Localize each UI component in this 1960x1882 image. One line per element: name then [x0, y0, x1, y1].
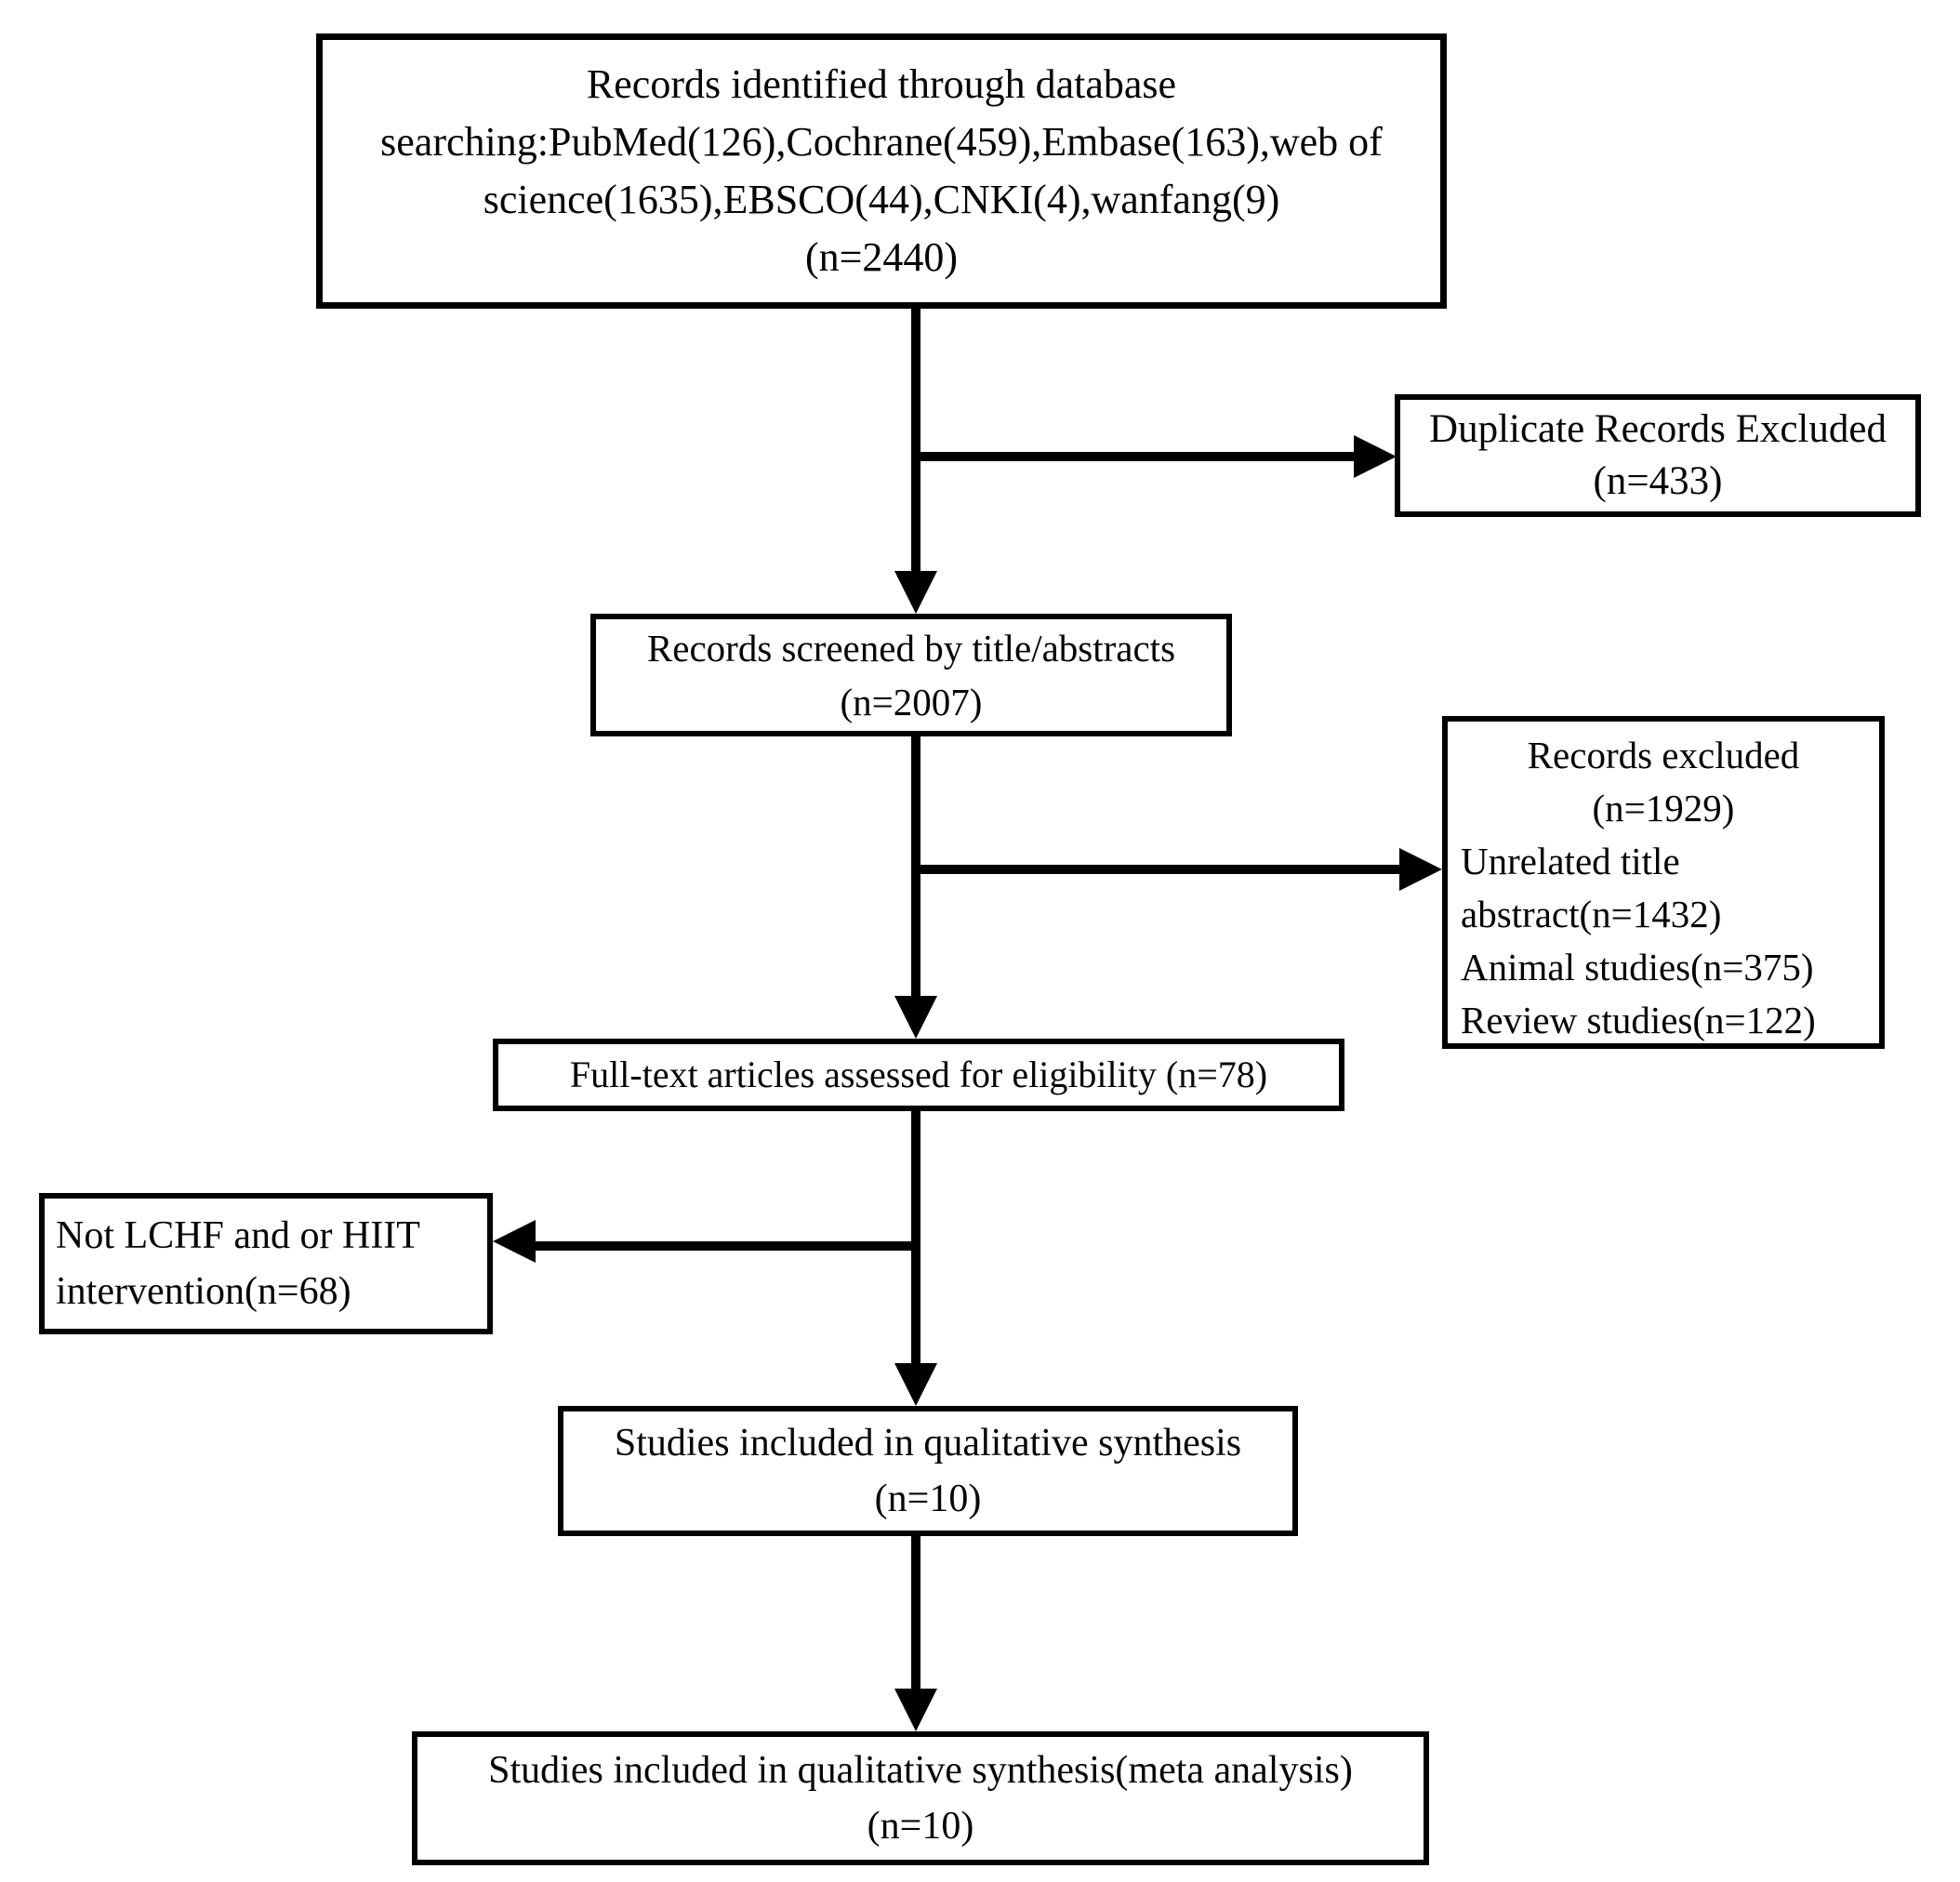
qualitative-synthesis-text: Studies included in qualitative synthesi…: [614, 1422, 1242, 1520]
down-arrowhead-icon: [894, 1363, 937, 1406]
duplicates-excluded-text: Duplicate Records Excluded (n=433): [1429, 407, 1887, 503]
right-arrowhead-icon: [1399, 848, 1442, 891]
not-lchf-text: Not LCHF and or HIIT intervention(n=68): [56, 1214, 420, 1313]
full-text-text: Full-text articles assessed for eligibil…: [569, 1054, 1268, 1095]
flow-box-not-lchf: Not LCHF and or HIIT intervention(n=68): [39, 1193, 493, 1334]
flow-box-qualitative-synthesis: Studies included in qualitative synthesi…: [558, 1406, 1298, 1536]
connector-qualitative-to-meta: [911, 1534, 920, 1694]
connector-to-not-lchf: [534, 1241, 920, 1251]
left-arrowhead-icon: [493, 1220, 536, 1263]
records-excluded-details: Unrelated title abstract(n=1432) Animal …: [1461, 840, 1816, 1041]
down-arrowhead-icon: [894, 996, 937, 1039]
records-excluded-title: Records excluded (n=1929): [1527, 734, 1800, 829]
flow-box-full-text: Full-text articles assessed for eligibil…: [493, 1039, 1344, 1111]
flow-box-identification: Records identified through database sear…: [316, 33, 1447, 309]
meta-analysis-text: Studies included in qualitative synthesi…: [488, 1749, 1353, 1848]
connector-to-duplicates-excluded: [911, 452, 1359, 461]
flow-box-duplicates-excluded: Duplicate Records Excluded (n=433): [1395, 394, 1921, 517]
flow-box-meta-analysis: Studies included in qualitative synthesi…: [412, 1731, 1429, 1865]
flow-box-records-excluded: Records excluded (n=1929) Unrelated titl…: [1442, 716, 1885, 1049]
down-arrowhead-icon: [894, 571, 937, 614]
connector-identification-to-screened: [911, 306, 920, 577]
right-arrowhead-icon: [1354, 435, 1397, 478]
connector-to-records-excluded: [911, 865, 1401, 874]
identification-text: Records identified through database sear…: [380, 61, 1383, 280]
screened-text: Records screened by title/abstracts (n=2…: [646, 627, 1176, 723]
down-arrowhead-icon: [894, 1689, 937, 1731]
connector-fulltext-to-qualitative: [911, 1110, 920, 1369]
flow-box-screened: Records screened by title/abstracts (n=2…: [590, 614, 1232, 736]
